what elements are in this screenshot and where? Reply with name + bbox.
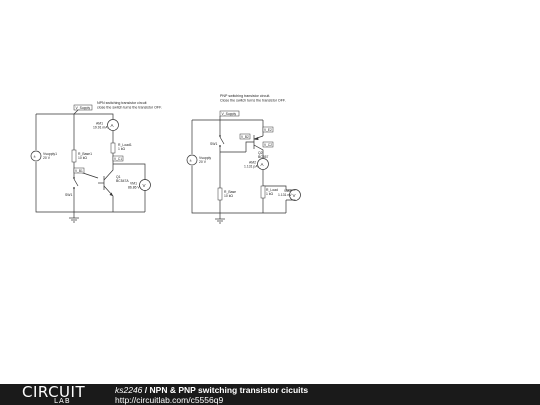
svg-text:A: A [261,162,264,167]
npn-rbase-name: R_Base1 [78,152,92,156]
footer-title-line: ks2246 / NPN & PNP switching transistor … [115,385,308,395]
footer-circuit-title: NPN & PNP switching transistor cicuits [149,385,309,395]
npn-voltmeter[interactable] [139,179,151,191]
svg-text:±: ± [34,154,37,159]
circuitlab-logo[interactable]: CIRCUIT [22,383,86,401]
npn-q-name: Q1 [116,175,121,179]
pnp-transistor[interactable] [245,135,264,158]
footer-bar: CIRCUIT LAB ks2246 / NPN & PNP switching… [0,384,540,405]
pnp-node-ve[interactable] [262,126,274,133]
svg-text:V_E2: V_E2 [264,128,272,132]
pnp-supply-value: 20 V [199,160,207,164]
svg-text:V_B2: V_B2 [241,135,249,139]
pnp-vsupply-tag[interactable] [219,110,240,117]
pnp-supply-name: Vsupply [199,156,211,160]
npn-transistor[interactable] [98,168,114,200]
pnp-rload-value: 1 kΩ [266,192,274,196]
footer-separator: / [144,385,148,395]
npn-circuit: NPN switching transistor circuit close t… [30,101,162,223]
npn-supply-source[interactable] [30,150,42,162]
footer-url[interactable]: http://circuitlab.com/c5556q9 [115,395,224,405]
pnp-title-line2: Close the switch turns the transistor OF… [220,99,286,103]
pnp-ammeter-value: 1.131 pA [244,165,258,169]
npn-supply-name: Vsupply1 [43,152,57,156]
npn-rload-name: R_Load1 [118,143,132,147]
pnp-switch-name: SW1 [210,142,217,146]
pnp-supply-source[interactable] [186,154,198,166]
pnp-switch[interactable] [219,135,225,152]
circuitlab-logo-sub: LAB [54,397,71,405]
pnp-rload[interactable] [260,185,266,199]
svg-text:A: A [111,123,114,128]
pnp-ammeter[interactable] [257,158,269,170]
svg-text:V: V [143,183,146,188]
npn-node-vb[interactable] [73,167,85,174]
pnp-q-model: BC557 [258,155,268,159]
svg-text:V: V [293,193,296,198]
pnp-node-vc[interactable] [262,141,274,148]
npn-ammeter-name: AM1 [96,122,103,126]
pnp-vsupply-label: V_Supply [222,112,237,116]
npn-rbase-value: 10 kΩ [78,156,87,160]
svg-text:±: ± [190,158,193,163]
pnp-voltmeter-value: 1.131 nV [278,193,292,197]
svg-text:V_B1: V_B1 [75,169,83,173]
svg-text:V_C2: V_C2 [264,143,272,147]
pnp-voltmeter-name: VM2 [284,189,291,193]
pnp-q-name: Q2 [258,151,263,155]
pnp-rload-name: R_Load [266,188,278,192]
pnp-rbase-name: R_Base [224,190,236,194]
footer-user-link[interactable]: ks2246 [115,385,143,395]
npn-rload[interactable] [110,142,116,154]
pnp-ground [215,218,225,224]
npn-ammeter[interactable] [107,119,119,131]
npn-supply-value: 20 V [43,156,51,160]
npn-switch[interactable] [73,177,79,189]
pnp-rbase[interactable] [217,187,223,201]
pnp-title-line1: PNP switching transistor circuit. [220,94,270,98]
svg-text:V_C1: V_C1 [114,157,122,161]
npn-voltmeter-name: VM1 [130,182,137,186]
npn-voltmeter-value: 86.86 V [128,186,140,190]
pnp-node-vb[interactable] [239,133,251,140]
npn-switch-name: SW1 [65,193,72,197]
npn-q-model: BC547A [116,179,129,183]
npn-title-line1: NPN switching transistor circuit [97,101,147,105]
schematic-canvas[interactable]: NPN switching transistor circuit close t… [0,0,540,384]
npn-ground [69,217,79,223]
npn-node-vc[interactable] [112,155,124,162]
npn-vsupply-tag[interactable] [73,104,93,111]
npn-title-line2: close the switch turns the transistor OF… [97,106,162,110]
npn-rbase[interactable] [71,149,77,163]
pnp-circuit: PNP switching transistor circuit. Close … [186,94,301,224]
pnp-rbase-value: 10 kΩ [224,194,233,198]
pnp-ammeter-name: AM2 [249,161,256,165]
npn-vsupply-label: V_Supply [76,106,91,110]
npn-ammeter-value: 19.91 mA [93,126,108,130]
npn-rload-value: 1 kΩ [118,147,126,151]
